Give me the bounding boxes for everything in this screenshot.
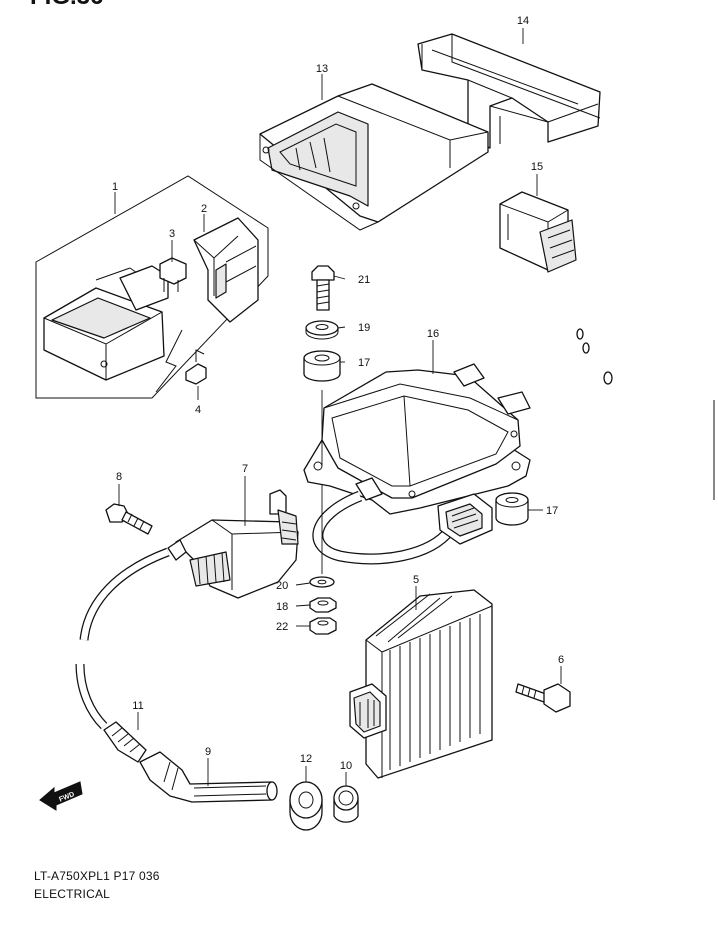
callout-21: 21 xyxy=(358,274,370,286)
bolt-small xyxy=(185,349,207,385)
callout-4: 4 xyxy=(195,404,201,416)
collar xyxy=(333,785,359,823)
washer-lower xyxy=(309,576,335,588)
diagram-code: LT-A750XPL1 P17 036 xyxy=(34,869,160,883)
cap-nut xyxy=(309,617,337,635)
callout-22: 22 xyxy=(276,621,288,633)
ignition-coil xyxy=(167,489,299,599)
coil-bolt xyxy=(105,503,153,535)
callout-16: 16 xyxy=(427,328,439,340)
callout-11: 11 xyxy=(132,700,143,712)
callout-19: 19 xyxy=(358,322,370,334)
callout-12: 12 xyxy=(300,753,312,765)
ecm-cover xyxy=(417,33,601,149)
cushion-upper xyxy=(303,350,341,382)
callout-3: 3 xyxy=(169,228,175,240)
callout-15: 15 xyxy=(531,161,543,173)
callout-labels: 14 13 15 1 2 3 4 21 19 17 16 17 7 8 20 1… xyxy=(112,15,564,772)
ecm-unit xyxy=(259,83,489,231)
figure-title: FIG.36 xyxy=(30,0,103,10)
callout-10: 10 xyxy=(340,760,352,772)
fuse-box-group xyxy=(35,175,269,399)
control-module xyxy=(303,328,613,565)
callout-8: 8 xyxy=(116,471,122,483)
leader-lines xyxy=(114,28,562,786)
relay-connector xyxy=(499,191,577,273)
callout-6: 6 xyxy=(558,654,564,666)
callout-18: 18 xyxy=(276,601,288,613)
cushion-right xyxy=(495,492,529,526)
plug-cap xyxy=(103,721,147,763)
mount-bolt xyxy=(311,265,335,311)
regulator-rectifier xyxy=(349,589,493,779)
callout-2: 2 xyxy=(201,203,207,215)
callout-20: 20 xyxy=(276,580,288,592)
callout-13: 13 xyxy=(316,63,328,75)
grommet-ring xyxy=(289,781,323,831)
section-name: ELECTRICAL xyxy=(34,887,111,901)
callout-17-right: 17 xyxy=(546,505,558,517)
callout-5: 5 xyxy=(413,574,419,586)
nut xyxy=(309,597,337,613)
plug-cap-boot xyxy=(139,751,278,803)
washer-upper xyxy=(305,320,339,340)
callout-14: 14 xyxy=(517,15,529,27)
fuse xyxy=(159,257,187,292)
fuse-box-cover xyxy=(193,217,259,323)
fwd-arrow-icon: FWD xyxy=(39,781,83,811)
callout-9: 9 xyxy=(205,746,211,758)
regulator-bolt xyxy=(515,683,571,713)
callout-17-upper: 17 xyxy=(358,357,370,369)
callout-7: 7 xyxy=(242,463,248,475)
ht-cable xyxy=(75,547,170,730)
callout-1: 1 xyxy=(112,181,118,193)
